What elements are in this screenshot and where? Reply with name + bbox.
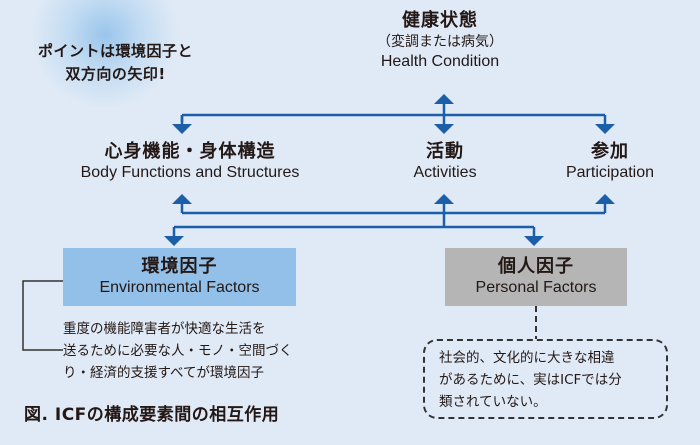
health-condition-subtitle-en: Health Condition bbox=[380, 53, 500, 70]
activities-subtitle-en: Activities bbox=[413, 164, 477, 181]
pers-note-line: 類されていない。 bbox=[439, 394, 547, 410]
activities-node: 活動 Activities bbox=[390, 141, 500, 183]
health-condition-subtitle-jp: （変調または病気） bbox=[377, 34, 503, 50]
arrow-down-participation-top bbox=[595, 124, 615, 134]
env-note-line: り・経済的支援すべてが環境因子 bbox=[63, 365, 265, 381]
personal-factors-note: 社会的、文化的に大きな相違 があるために、実はICFでは分 類されていない。 bbox=[423, 339, 668, 419]
environmental-factors-subtitle-en: Environmental Factors bbox=[99, 279, 260, 296]
env-note-line: 送るために必要な人・モノ・空間づく bbox=[63, 343, 293, 359]
arrow-up-health bbox=[434, 94, 454, 104]
participation-title: 参加 bbox=[591, 141, 629, 162]
arrow-down-activities-top bbox=[434, 124, 454, 134]
environmental-factors-box: 環境因子 Environmental Factors bbox=[63, 248, 296, 306]
arrow-up-participation-bottom bbox=[595, 194, 615, 204]
point-note-line2: 双方向の矢印! bbox=[65, 65, 166, 83]
personal-factors-subtitle-en: Personal Factors bbox=[475, 279, 597, 296]
arrow-up-activities-bottom bbox=[434, 194, 454, 204]
body-functions-title: 心身機能・身体構造 bbox=[104, 141, 276, 162]
personal-factors-title: 個人因子 bbox=[498, 256, 574, 277]
figure-caption: 図. ICFの構成要素間の相互作用 bbox=[24, 405, 280, 425]
environmental-factors-title: 環境因子 bbox=[141, 256, 218, 277]
pers-note-line: があるために、実はICFでは分 bbox=[439, 372, 622, 388]
pers-note-line: 社会的、文化的に大きな相違 bbox=[439, 350, 615, 366]
body-functions-subtitle-en: Body Functions and Structures bbox=[80, 164, 300, 181]
arrow-down-body-top bbox=[172, 124, 192, 134]
environmental-factors-note: 重度の機能障害者が快適な生活を 送るために必要な人・モノ・空間づく り・経済的支… bbox=[63, 318, 333, 384]
point-note: ポイントは環境因子と 双方向の矢印! bbox=[8, 40, 223, 86]
participation-subtitle-en: Participation bbox=[565, 164, 655, 181]
health-condition-title: 健康状態 bbox=[402, 10, 478, 31]
env-note-bracket bbox=[22, 280, 63, 351]
arrow-up-body-bottom bbox=[172, 194, 192, 204]
env-note-line: 重度の機能障害者が快適な生活を bbox=[63, 321, 266, 337]
arrow-down-env bbox=[164, 236, 184, 246]
health-condition-node: 健康状態 （変調または病気） Health Condition bbox=[340, 10, 540, 72]
personal-factors-box: 個人因子 Personal Factors bbox=[445, 248, 627, 306]
participation-node: 参加 Participation bbox=[545, 141, 675, 183]
body-functions-node: 心身機能・身体構造 Body Functions and Structures bbox=[40, 141, 340, 183]
activities-title: 活動 bbox=[426, 141, 464, 162]
arrow-down-personal bbox=[524, 236, 544, 246]
point-note-line1: ポイントは環境因子と bbox=[37, 42, 193, 60]
